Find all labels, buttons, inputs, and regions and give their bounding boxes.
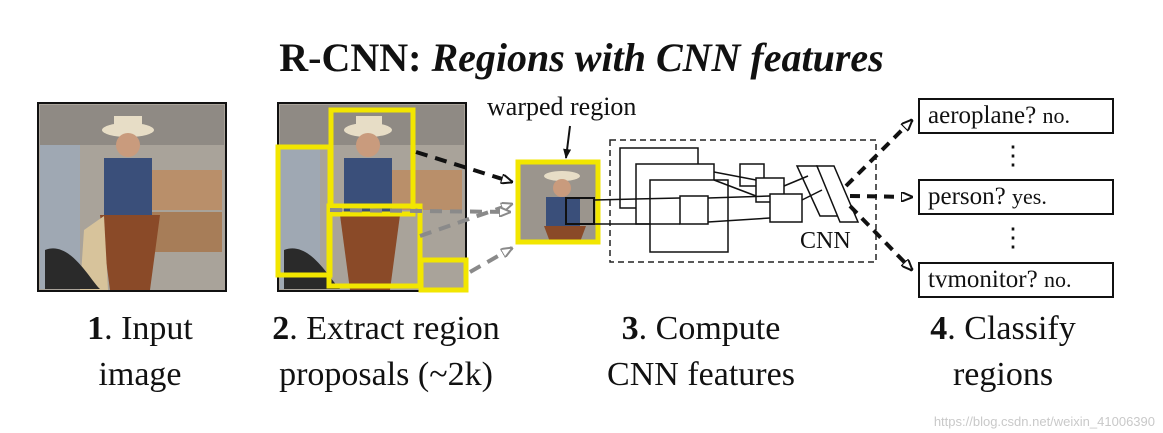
ellipsis-1: ⋮	[1000, 141, 1026, 170]
step-line2: CNN features	[607, 356, 795, 393]
warped-region-label: warped region	[487, 92, 637, 121]
step-number: 2	[272, 310, 290, 347]
diagram-title: R-CNN: Regions with CNN features	[0, 34, 1163, 81]
cnn-layers	[593, 147, 860, 253]
proposal-box-horse	[326, 203, 423, 289]
step-2-caption: 2. Extract region proposals (~2k)	[236, 306, 536, 398]
proposal-image	[277, 102, 467, 292]
arrow-class-3	[848, 204, 912, 270]
class-box-tvmonitor: tvmonitor? no.	[918, 262, 1114, 298]
warped-region-image	[515, 159, 601, 245]
arrow-proposal-3	[469, 248, 512, 274]
class-verdict: yes.	[1012, 184, 1047, 209]
step-number: 3	[621, 310, 639, 347]
ellipsis-2: ⋮	[1000, 223, 1026, 252]
cnn-container	[609, 139, 877, 263]
step-1-caption: 1. Input image	[40, 306, 240, 398]
proposal-box-small	[418, 257, 469, 293]
step-number: 1	[87, 310, 105, 347]
class-verdict: no.	[1042, 103, 1071, 128]
arrow-class-2	[849, 196, 912, 197]
title-prefix: R-CNN:	[279, 35, 422, 80]
step-line2: regions	[952, 356, 1054, 393]
class-box-aeroplane: aeroplane? no.	[918, 98, 1114, 134]
class-box-person: person? yes.	[918, 179, 1114, 215]
class-name: person?	[928, 183, 1006, 210]
step-number: 4	[930, 310, 948, 347]
step-line2: image	[98, 356, 182, 393]
cnn-label: CNN	[800, 228, 851, 254]
arrow-proposal-4	[329, 210, 510, 212]
arrow-proposal-2	[419, 204, 512, 238]
step-line1: . Classify	[947, 310, 1076, 347]
input-image	[37, 102, 227, 292]
step-line1: . Input	[104, 310, 193, 347]
step-line2: proposals (~2k)	[279, 356, 493, 393]
step-3-caption: 3. Compute CNN features	[576, 306, 826, 398]
warped-label-pointer	[563, 125, 572, 159]
watermark: https://blog.csdn.net/weixin_41006390	[933, 414, 1155, 429]
step-4-caption: 4. Classify regions	[898, 306, 1108, 398]
arrow-class-1	[844, 120, 912, 188]
class-name: aeroplane?	[928, 102, 1037, 129]
class-name: tvmonitor?	[928, 266, 1038, 293]
class-verdict: no.	[1043, 267, 1072, 292]
title-italic: Regions with CNN features	[431, 35, 884, 80]
arrow-proposal-1	[415, 150, 512, 182]
step-line1: . Compute	[638, 310, 781, 347]
step-line1: . Extract region	[289, 310, 500, 347]
